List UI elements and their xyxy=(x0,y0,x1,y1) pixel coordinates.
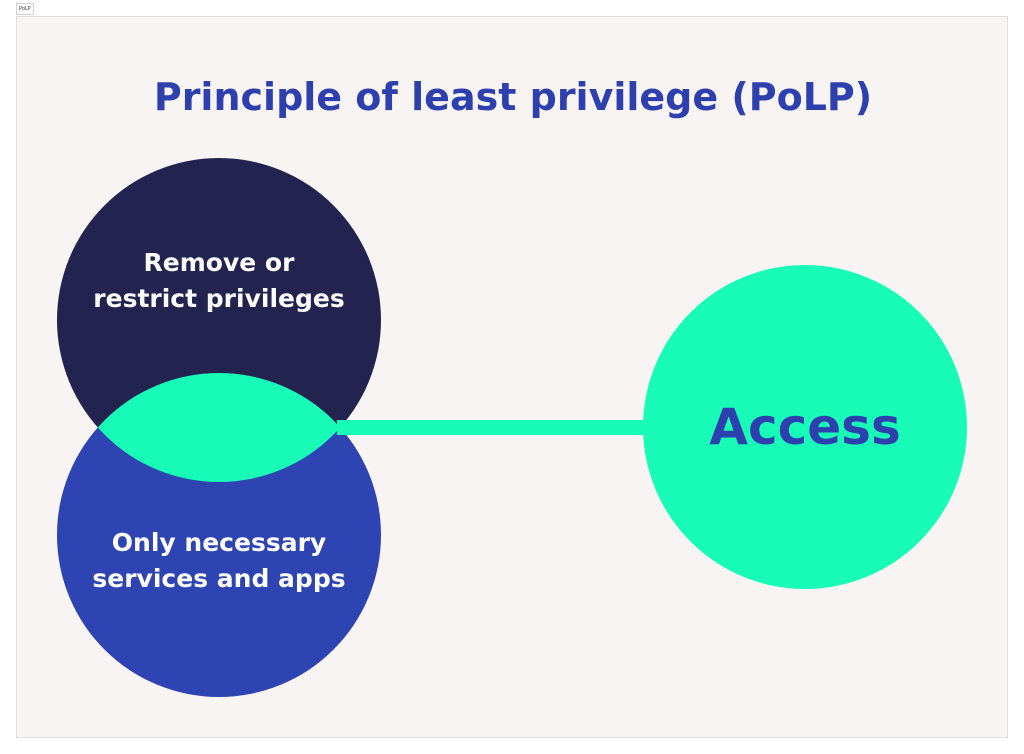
diagram-canvas: Principle of least privilege (PoLP) Remo… xyxy=(16,16,1008,738)
venn-diagram-graphic xyxy=(57,158,967,697)
page-tab-label: PoLP xyxy=(16,3,34,15)
top-circle-label: Remove or restrict privileges xyxy=(57,245,381,317)
diagram-title: Principle of least privilege (PoLP) xyxy=(153,75,873,119)
top-circle-label-line2: restrict privileges xyxy=(93,284,345,313)
bottom-circle-label-line1: Only necessary xyxy=(111,528,327,557)
top-circle-label-line1: Remove or xyxy=(143,248,295,277)
connector-line xyxy=(337,420,649,435)
bottom-circle-label-line2: services and apps xyxy=(92,564,346,593)
circle-overlap xyxy=(57,373,381,482)
bottom-circle-label: Only necessary services and apps xyxy=(57,525,381,597)
access-circle xyxy=(643,265,967,589)
access-circle-label: Access xyxy=(709,398,901,456)
